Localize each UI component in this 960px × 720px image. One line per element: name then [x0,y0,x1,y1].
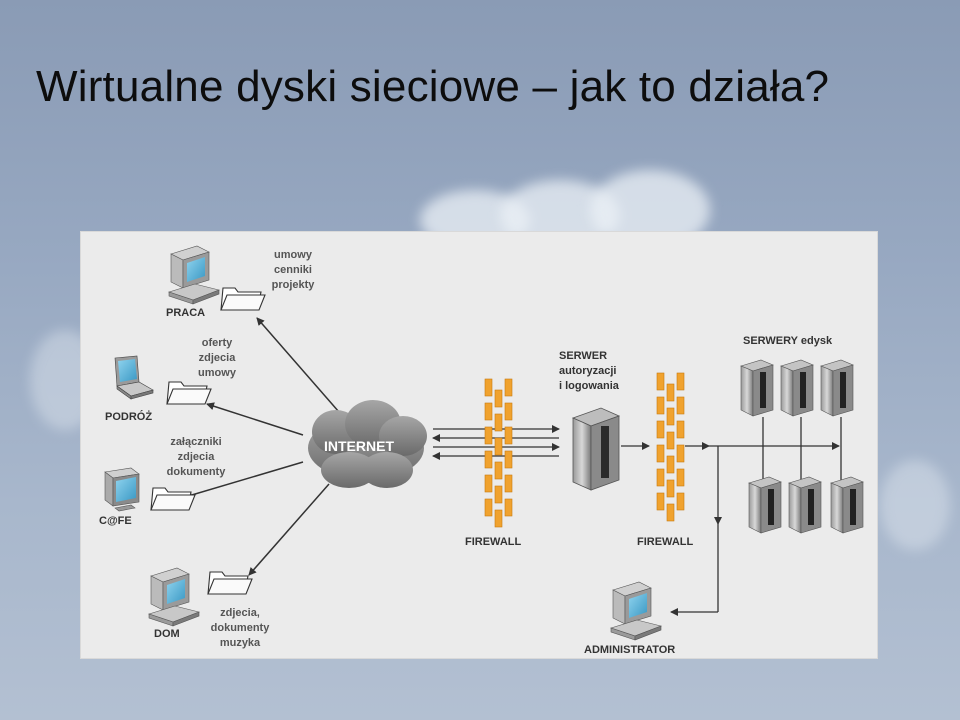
administrator-computer-icon [610,581,662,641]
storage-servers-label: SERWERY edysk [743,335,833,347]
link-cafe [184,461,304,499]
link-podroz [206,402,304,436]
folder-icon [166,381,212,405]
firewall-1-label: FIREWALL [465,536,522,548]
client-label-podroz: PODRÓŻ [105,411,153,423]
storage-servers-icon [740,359,864,534]
folder-icon [207,571,253,595]
client-label-praca: PRACA [166,307,206,319]
administrator-label: ADMINISTRATOR [584,644,676,656]
diagram-canvas [104,245,864,641]
cafe-monitor-icon [104,467,140,512]
client-label-cafe: C@FE [99,515,132,527]
link-dom [248,483,330,576]
auth-server-icon [571,407,621,491]
folder-icon [220,287,266,311]
backbone-links [621,417,842,616]
podroz-laptop-icon [114,355,154,400]
client-files-dom: zdjecia, dokumenty muzyka [210,607,270,649]
slide-title: Wirtualne dyski sieciowe – jak to działa… [36,62,830,111]
internet-cloud-icon [308,400,427,488]
praca-computer-icon [168,245,220,305]
dom-computer-icon [148,567,200,627]
auth-server-label: SERWER autoryzacji i logowania [559,350,619,392]
internet-label: INTERNET [324,438,394,454]
link-praca [256,317,340,413]
network-diagram: INTERNET PRACA umowy cenniki projekty PO… [80,231,878,659]
firewall-2-icon [656,372,685,522]
client-files-cafe: załączniki zdjecia dokumenty [166,436,226,478]
client-files-praca: umowy cenniki projekty [271,249,315,291]
folder-icon [150,487,196,511]
firewall-1-icon [484,378,513,528]
client-files-podroz: oferty zdjecia umowy [198,337,236,379]
firewall-2-label: FIREWALL [637,536,694,548]
client-label-dom: DOM [154,628,180,640]
client-links [184,317,340,576]
